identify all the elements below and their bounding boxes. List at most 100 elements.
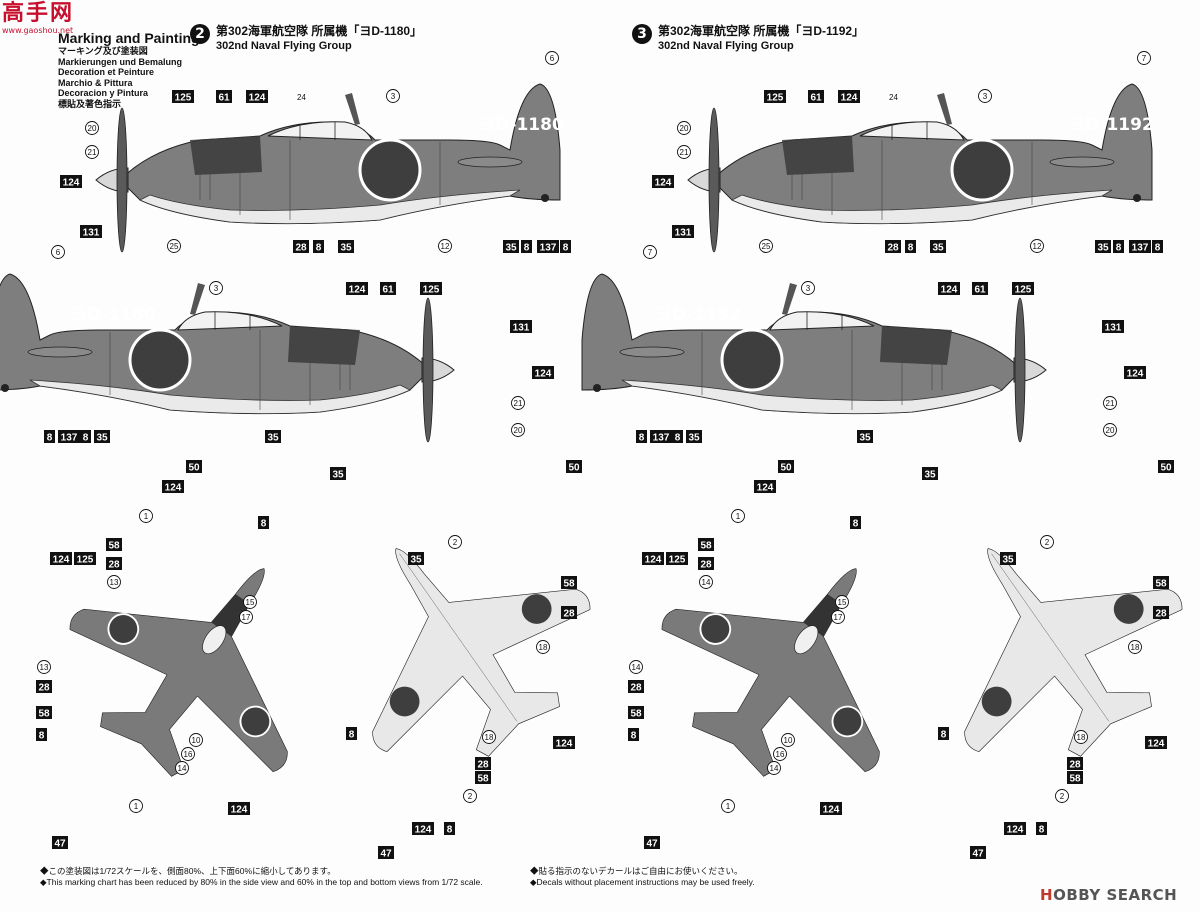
svg-text:1: 1 <box>134 802 139 811</box>
callout-box: 137 <box>537 240 559 254</box>
watermark-brand: 高手网 <box>2 1 75 26</box>
page-title: Marking and Painting <box>58 30 200 46</box>
callout-box: 124 <box>652 175 674 189</box>
callout-box: 124 <box>246 90 268 104</box>
svg-text:25: 25 <box>762 242 771 251</box>
svg-text:8: 8 <box>524 243 530 254</box>
svg-text:35: 35 <box>1097 243 1109 254</box>
tail-code: ヨD-1180 <box>70 305 156 325</box>
callout-circle: 21 <box>85 145 99 159</box>
callout-box: 125 <box>764 90 786 104</box>
svg-text:50: 50 <box>568 463 580 474</box>
language-line: Decoracion y Pintura <box>58 88 149 98</box>
svg-text:61: 61 <box>218 93 230 104</box>
svg-text:16: 16 <box>184 750 193 759</box>
callout-circle: 7 <box>643 245 657 259</box>
svg-text:8: 8 <box>47 433 53 444</box>
callout-box: 28 <box>293 240 309 254</box>
svg-text:8: 8 <box>447 825 453 836</box>
svg-text:58: 58 <box>1155 579 1167 590</box>
callout-box: 8 <box>1036 822 1047 836</box>
scheme-3-upper-view <box>621 493 963 827</box>
svg-text:58: 58 <box>563 579 575 590</box>
svg-text:16: 16 <box>776 750 785 759</box>
callout-box: 8 <box>444 822 455 836</box>
callout-box: 35 <box>330 467 346 481</box>
callout-circle: 12 <box>438 239 452 253</box>
callout-box: 131 <box>1102 320 1124 334</box>
svg-text:15: 15 <box>838 598 847 607</box>
callout-box: 8 <box>560 240 571 254</box>
callout-circle: 14 <box>767 761 781 775</box>
callout-circle: 13 <box>37 660 51 674</box>
callout-circle: 18 <box>482 730 496 744</box>
svg-text:6: 6 <box>56 248 61 257</box>
svg-text:137: 137 <box>1132 243 1149 254</box>
svg-text:18: 18 <box>485 733 494 742</box>
svg-text:28: 28 <box>108 560 120 571</box>
callout-circle: 2 <box>448 535 462 549</box>
callout-circle: 21 <box>1103 396 1117 410</box>
callout-box: 35 <box>503 240 519 254</box>
callout-plain: 24 <box>297 93 306 102</box>
svg-text:14: 14 <box>770 764 779 773</box>
svg-text:8: 8 <box>631 731 637 742</box>
callout-box: 35 <box>408 552 424 566</box>
svg-text:21: 21 <box>514 399 523 408</box>
callout-box: 47 <box>52 836 68 850</box>
svg-text:13: 13 <box>40 663 49 672</box>
svg-text:124: 124 <box>645 555 662 566</box>
callout-box: 125 <box>172 90 194 104</box>
svg-text:28: 28 <box>563 609 575 620</box>
svg-text:61: 61 <box>810 93 822 104</box>
callout-box: 47 <box>644 836 660 850</box>
callout-box: 125 <box>1012 282 1034 296</box>
tail-code: ヨD-1180 <box>478 115 564 135</box>
svg-text:21: 21 <box>1106 399 1115 408</box>
svg-text:35: 35 <box>332 470 344 481</box>
svg-text:1: 1 <box>144 512 149 521</box>
footnotes-right: ◆貼る指示のないデカールはご自由にお使いください。 ◆Decals withou… <box>530 866 755 888</box>
callout-box: 131 <box>672 225 694 239</box>
scheme-2-lower-view <box>290 474 630 806</box>
svg-text:20: 20 <box>1106 426 1115 435</box>
svg-text:35: 35 <box>340 243 352 254</box>
svg-text:35: 35 <box>505 243 517 254</box>
svg-text:124: 124 <box>1148 739 1165 750</box>
svg-text:3: 3 <box>806 284 811 293</box>
callout-box: 8 <box>258 516 269 530</box>
svg-text:8: 8 <box>1039 825 1045 836</box>
callout-box: 124 <box>346 282 368 296</box>
callout-box: 35 <box>265 430 281 444</box>
footnote-jp: ◆貼る指示のないデカールはご自由にお使いください。 <box>530 866 743 876</box>
svg-text:124: 124 <box>165 483 182 494</box>
svg-text:10: 10 <box>192 736 201 745</box>
callout-box: 50 <box>566 460 582 474</box>
svg-text:47: 47 <box>380 849 392 860</box>
svg-text:2: 2 <box>468 792 473 801</box>
callout-box: 58 <box>698 538 714 552</box>
callout-box: 35 <box>857 430 873 444</box>
callout-box: 124 <box>754 480 776 494</box>
callout-box: 58 <box>1153 576 1169 590</box>
callout-circle: 15 <box>243 595 257 609</box>
scheme-title-jp: 第302海軍航空隊 所属機「ヨD-1192」 <box>658 24 865 38</box>
callout-circle: 10 <box>781 733 795 747</box>
svg-text:18: 18 <box>1077 733 1086 742</box>
scheme-number: 3 <box>632 24 652 44</box>
callout-circle: 14 <box>699 575 713 589</box>
callout-box: 8 <box>313 240 324 254</box>
callout-box: 125 <box>420 282 442 296</box>
callout-box: 8 <box>850 516 861 530</box>
callout-circle: 3 <box>978 89 992 103</box>
callout-circle: 25 <box>167 239 181 253</box>
callout-box: 137 <box>1129 240 1151 254</box>
svg-text:28: 28 <box>38 683 50 694</box>
svg-text:14: 14 <box>632 663 641 672</box>
svg-text:8: 8 <box>39 731 45 742</box>
callout-box: 125 <box>666 552 688 566</box>
callout-box: 131 <box>80 225 102 239</box>
svg-text:10: 10 <box>784 736 793 745</box>
callout-box: 124 <box>1145 736 1167 750</box>
callout-box: 8 <box>636 430 647 444</box>
